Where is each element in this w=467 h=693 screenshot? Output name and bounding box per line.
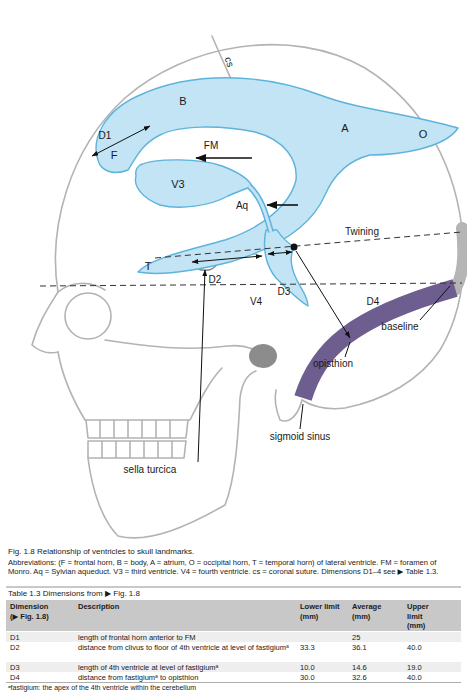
- orbit: [65, 293, 111, 339]
- table-cell: 40.0: [407, 643, 452, 652]
- table-cell: length of frontal horn anterior to FM: [78, 633, 293, 642]
- table-cell: D4: [10, 673, 70, 682]
- mandible: [88, 371, 256, 538]
- abbreviation-note: Abbreviations: (F = frontal horn, B = bo…: [8, 558, 460, 576]
- part-label: O: [419, 129, 428, 140]
- table-row-band: [6, 672, 461, 682]
- table-title: Table 1.3 Dimensions from ▶ Fig. 1.8: [8, 589, 460, 599]
- table-cell: distance from clivus to floor of 4th ven…: [78, 643, 293, 652]
- sella-leader: [198, 270, 205, 462]
- landmark-label: sella turcica: [124, 465, 177, 475]
- dens-shape: [249, 344, 277, 368]
- table-cell: 40.0: [407, 673, 452, 682]
- table-row-band: [6, 642, 461, 662]
- table-cell: 14.6: [352, 663, 397, 672]
- table-cell: length of 4th ventricle at level of fast…: [78, 663, 293, 672]
- maxilla: [58, 352, 222, 420]
- fastigium-dot: [291, 244, 298, 251]
- sigmoid-sinus-band: [303, 288, 455, 398]
- table-cell: 33.3: [300, 643, 345, 652]
- opisthion-leader: [345, 342, 350, 357]
- table-cell: 19.0: [407, 663, 452, 672]
- part-label: Aq: [236, 201, 248, 211]
- table-row-band: [6, 662, 461, 672]
- third-ventricle: [135, 160, 252, 207]
- part-label: A: [341, 123, 348, 134]
- table-cell: 32.6: [352, 673, 397, 682]
- table-header: Average (mm): [352, 602, 392, 621]
- part-label: V3: [171, 179, 184, 190]
- aq-pointer-arrow: [267, 204, 298, 206]
- landmark-label: sigmoid sinus: [270, 432, 331, 442]
- table-cell: 30.0: [300, 673, 345, 682]
- zygomatic-arch: [105, 340, 270, 360]
- occipital-band: [455, 228, 463, 290]
- d2-dimension-arrow: [192, 256, 262, 262]
- table-row-band: [6, 632, 461, 642]
- table-bottom-rule: [6, 682, 461, 683]
- table-cell: 36.1: [352, 643, 397, 652]
- part-label: T: [145, 261, 152, 272]
- table-rule: [6, 587, 461, 588]
- nasal-bone: [32, 292, 58, 353]
- table-cell: D3: [10, 663, 70, 672]
- table-header: Dimension (▶ Fig. 1.8): [10, 602, 58, 621]
- aqueduct-lumen: [249, 186, 271, 232]
- table-header: Description: [78, 602, 278, 612]
- dimension-label: D1: [99, 131, 112, 141]
- part-label: F: [111, 150, 118, 161]
- upper-teeth: [86, 420, 188, 438]
- table-header: Lower limit (mm): [300, 602, 340, 621]
- dimension-label: D2: [209, 275, 222, 285]
- d1-dimension-arrow: [92, 126, 150, 156]
- part-label: FM: [204, 141, 218, 151]
- aqueduct-outline: [249, 186, 271, 232]
- figure-caption: Fig. 1.8 Relationship of ventricles to s…: [8, 547, 460, 557]
- line-label: Twining: [345, 227, 379, 237]
- table-cell: D2: [10, 643, 70, 652]
- part-label: B: [179, 96, 186, 107]
- fourth-ventricle: [264, 230, 308, 306]
- d4-dimension-arrow: [296, 251, 350, 338]
- table-footnote: ᵃfastigium: the apex of the 4th ventricl…: [8, 684, 463, 693]
- dimension-label: D4: [367, 297, 380, 307]
- fm-pointer-arrow: [196, 157, 252, 159]
- baseline-line: [40, 283, 462, 286]
- table-header: Upper limit (mm): [407, 602, 439, 631]
- d3-dimension-arrow: [268, 252, 292, 254]
- landmark-label: baseline: [381, 322, 418, 332]
- table-header-band: [6, 600, 461, 631]
- sigmoid-leader: [300, 404, 303, 429]
- table-cell: 10.0: [300, 663, 345, 672]
- cranium-outline: [56, 45, 464, 409]
- lower-teeth: [88, 441, 186, 458]
- supraorbital-ridge: [58, 283, 105, 292]
- table-cell: 25: [352, 633, 397, 642]
- part-label: V4: [250, 297, 262, 307]
- table-cell: distance from fastigiumᵃ to opisthion: [78, 673, 293, 682]
- baseline-leader: [420, 286, 450, 320]
- table-cell: D1: [10, 633, 70, 642]
- dimension-label: D3: [278, 287, 291, 297]
- twining-line: [155, 232, 462, 258]
- landmark-label: opisthion: [313, 359, 353, 369]
